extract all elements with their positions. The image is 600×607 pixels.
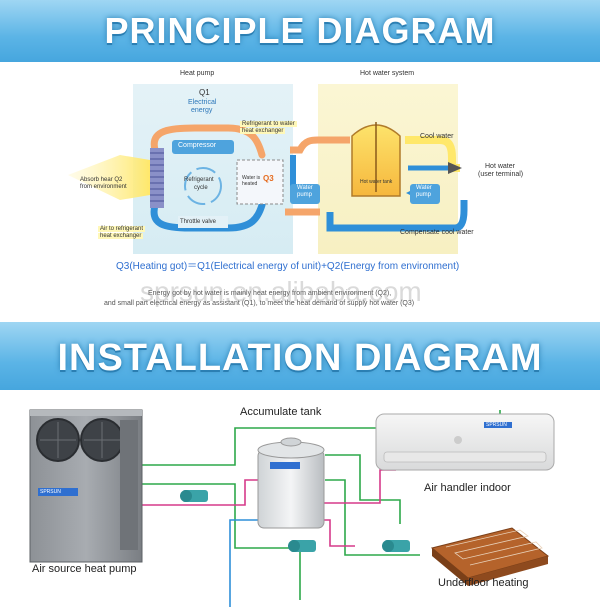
blue-pipes: [229, 519, 260, 607]
water-pump-right-line1: Water: [416, 185, 432, 191]
electrical-energy-line1: Electrical: [188, 99, 217, 106]
absorb-heat-line2: from environment: [80, 184, 127, 190]
pump-1-icon: [180, 490, 208, 502]
description-line1: Energy got by hot water is mainly heat e…: [148, 290, 392, 297]
pump-3-icon: [382, 540, 410, 552]
q1-label: Q1: [199, 88, 210, 97]
underfloor-label: Underfloor heating: [438, 577, 529, 589]
ambient-air-arrow: [68, 155, 150, 200]
indoor-brand: SPRSUN: [486, 422, 507, 428]
water-pump-left-line2: pump: [297, 192, 313, 198]
unit-logo: [38, 488, 78, 496]
air-exchanger-line1: Air to refrigerant: [98, 226, 146, 232]
air-exchanger-line2: heat exchanger: [98, 233, 144, 239]
hot-water-tank-label: Hot water tank: [360, 179, 393, 185]
hot-water-system-label: Hot water system: [360, 70, 415, 77]
principle-diagram: [68, 84, 468, 254]
installation-title: INSTALLATION DIAGRAM: [57, 337, 543, 379]
water-heated-line1: Water is: [242, 175, 261, 181]
hot-water-user-line2: (user terminal): [478, 171, 524, 178]
refrigerant-cycle-line1: Refrigerant: [184, 177, 214, 183]
heat-pump-label-install: Air source heat pump: [32, 563, 137, 575]
compressor-box: [172, 140, 234, 154]
hot-refrigerant-pipe: [150, 124, 266, 159]
water-heated-box: [236, 159, 284, 205]
water-pump-right-line2: pump: [416, 192, 432, 198]
refrigerant-cycle-line2: cycle: [194, 185, 208, 191]
principle-banner: PRINCIPLE DIAGRAM: [0, 0, 600, 62]
pump-2-icon: [288, 540, 316, 552]
air-handler-logo: [484, 422, 512, 428]
tank-logo: [270, 462, 300, 469]
throttle-valve: [178, 216, 228, 228]
hot-water-pipe-top: [290, 136, 350, 154]
compensate-pipe: [326, 200, 468, 232]
hot-water-arrowhead: [448, 162, 462, 174]
watermark-text: sprsun.en.alibaba.com: [140, 276, 422, 307]
unit-brand: SPRSUN: [40, 489, 61, 495]
coil: [150, 148, 164, 208]
water-pump-left-line1: Water: [297, 185, 313, 191]
q3-label: Q3: [263, 174, 274, 183]
equation: Q3(Heating got)＝Q1(Electrical energy of …: [116, 261, 460, 272]
heat-pump-label: Heat pump: [180, 70, 215, 77]
hot-water-user-line1: Hot water: [485, 163, 515, 170]
electrical-energy-line2: energy: [191, 107, 213, 114]
principle-title: PRINCIPLE DIAGRAM: [104, 10, 496, 51]
description-line2: and small part electrical energy as assi…: [104, 300, 415, 307]
accumulate-tank-label: Accumulate tank: [240, 406, 322, 418]
absorb-heat-line1: Absorb hear Q2: [80, 177, 123, 183]
compensate-label: Compensate cool water: [400, 229, 474, 236]
installation-banner: INSTALLATION DIAGRAM: [0, 322, 600, 390]
air-handler-label: Air handler indoor: [424, 482, 511, 494]
refrigerant-water-exchanger-line2: heat exchanger: [240, 128, 286, 134]
refrigerant-water-exchanger-line1: Refrigerant to water: [240, 121, 297, 127]
water-heated-line2: heated: [242, 181, 258, 187]
water-pump-left-box: [290, 184, 320, 204]
cool-water-label: Cool water: [420, 133, 454, 140]
throttle-valve-label: Throttle valve: [180, 219, 217, 225]
water-pump-right-box: [410, 184, 440, 204]
unit-side-grille: [120, 420, 138, 550]
refrigerant-cycle-icon: [184, 167, 222, 205]
accumulate-tank-body: [257, 449, 325, 529]
cool-water-pipe: [405, 136, 460, 172]
compressor-label: Compressor: [178, 142, 217, 149]
